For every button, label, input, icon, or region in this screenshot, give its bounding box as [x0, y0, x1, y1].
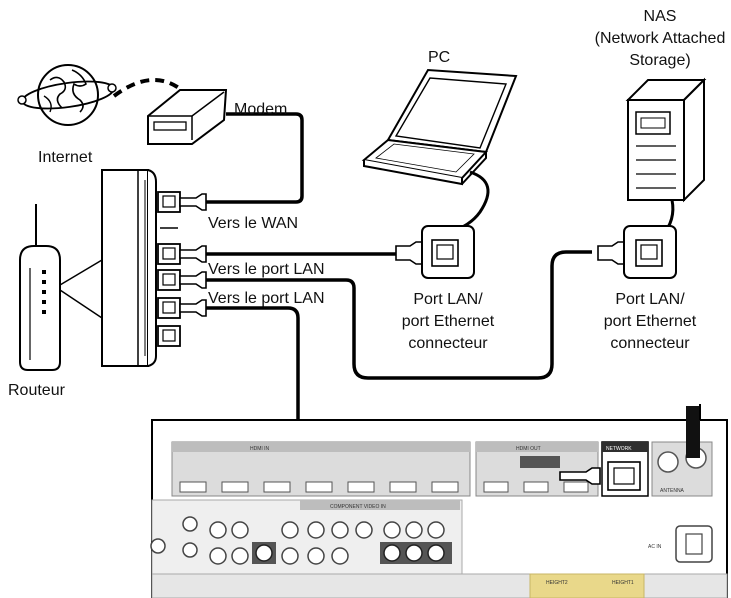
nas-subtitle-line1: (Network Attached	[594, 30, 726, 47]
hdmi-out-header: HDMI OUT	[516, 446, 541, 452]
network-label: NETWORK	[606, 446, 632, 452]
lan-plug-pc	[179, 245, 207, 263]
router-lan-port-1	[157, 243, 181, 265]
routeur-label: Routeur	[8, 382, 65, 399]
component-header: COMPONENT VIDEO IN	[330, 504, 386, 510]
receiver-network-plug	[559, 467, 601, 485]
pc-laptop-icon	[361, 68, 518, 186]
wan-cable	[206, 112, 304, 204]
nas-port-line3: connecteur	[610, 335, 690, 352]
router-wan-port	[157, 191, 181, 213]
router-icon	[19, 204, 103, 371]
router-port-panel	[101, 169, 181, 367]
nas-title: NAS	[643, 8, 677, 25]
ac-in-label: AC IN	[648, 544, 662, 550]
pc-port-line2: port Ethernet	[401, 313, 495, 330]
modem-icon	[147, 89, 228, 145]
nas-port-line1: Port LAN/	[615, 291, 685, 308]
receiver-rear-panel: HDMI IN HDMI OUT NETWORK ANTENNA C	[150, 404, 728, 598]
vers-lan-label-2: Vers le port LAN	[208, 290, 325, 307]
nas-lan-cable	[206, 250, 592, 380]
vers-lan-label-1: Vers le port LAN	[208, 261, 325, 278]
pc-port-line3: connecteur	[408, 335, 488, 352]
modem-label: Modem	[234, 101, 288, 118]
nas-tower-icon	[625, 77, 707, 203]
internet-label: Internet	[38, 149, 93, 166]
lan-plug-receiver	[179, 299, 207, 317]
nas-subtitle-line2: Storage)	[629, 52, 691, 69]
lan-plug-nas	[179, 271, 207, 289]
hdmi-in-header: HDMI IN	[250, 446, 270, 452]
vers-wan-label: Vers le WAN	[208, 215, 299, 232]
pc-label: PC	[428, 49, 451, 66]
pc-port-line1: Port LAN/	[413, 291, 483, 308]
router-lan-port-2	[157, 269, 181, 291]
nas-port-line2: port Ethernet	[603, 313, 697, 330]
nas-lan-port	[597, 225, 677, 279]
wan-plug	[179, 193, 207, 211]
internet-globe-icon	[17, 64, 117, 126]
antenna-label: ANTENNA	[660, 488, 685, 494]
router-lan-port-3	[157, 297, 181, 319]
internet-modem-dashed-link	[112, 78, 186, 98]
height1-label: HEIGHT1	[612, 580, 634, 586]
height2-label: HEIGHT2	[546, 580, 568, 586]
router-lan-port-4	[157, 325, 181, 347]
antenna-rod	[686, 406, 700, 458]
pc-lan-port	[395, 225, 475, 279]
